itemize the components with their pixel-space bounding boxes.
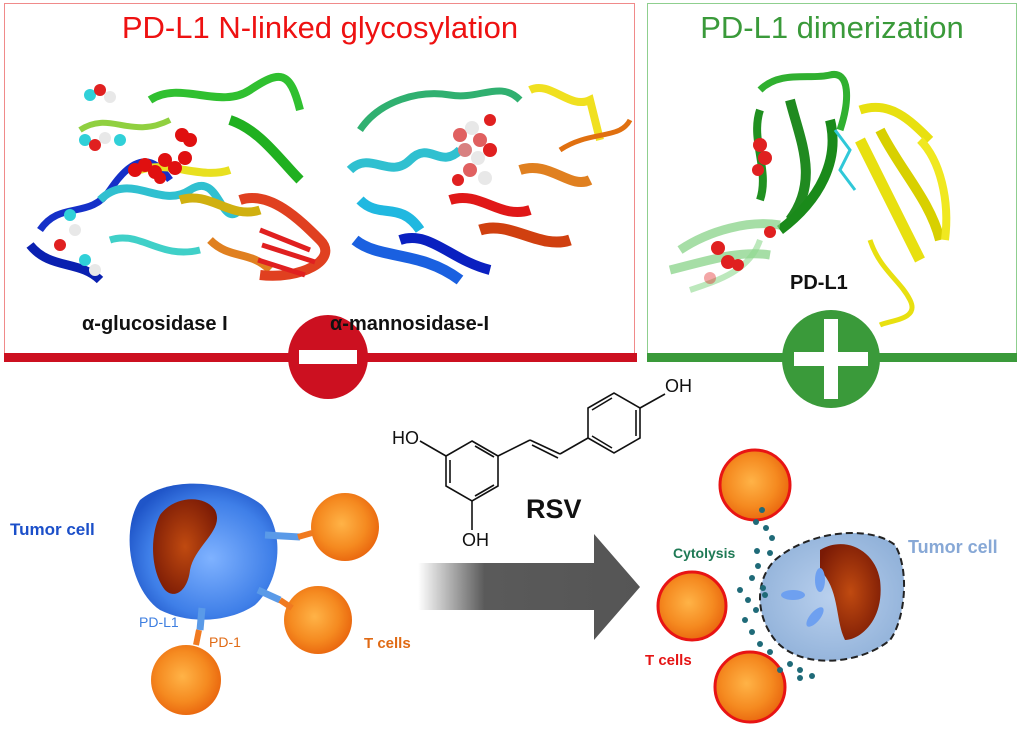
tcell-right-mid (656, 570, 728, 642)
glucosidase-structure (26, 72, 331, 284)
tumor-cell-label-after: Tumor cell (908, 537, 998, 557)
pdl1-dimer-structure (668, 71, 951, 328)
glycosylation-title: PD-L1 N-linked glycosylation (121, 10, 519, 45)
oh-para-label: OH (665, 376, 692, 396)
glycosylation-panel (4, 3, 635, 356)
resveratrol-structure (419, 392, 666, 530)
tcell-left-1 (264, 493, 379, 561)
promotion-plus-icon (782, 310, 880, 408)
tcell-left-2 (256, 586, 352, 654)
glucosidase-label: α-glucosidase I (82, 313, 228, 335)
tcell-left-3 (151, 607, 221, 715)
ho-meta-label: HO (392, 428, 419, 448)
tumor-cell-right (759, 532, 905, 662)
pdl1-ligand-label: PD-L1 (139, 614, 179, 630)
pd1-receptor-label: PD-1 (209, 634, 241, 650)
tcell-right-top (718, 448, 792, 522)
tumor-cell-left (129, 483, 278, 620)
tcells-label-before: T cells (364, 635, 411, 652)
tumor-cell-label-before: Tumor cell (10, 520, 95, 539)
inhibition-minus-icon (288, 315, 368, 399)
tcell-right-bottom (713, 650, 787, 724)
transition-arrow (418, 534, 640, 640)
cytolysis-label: Cytolysis (673, 545, 736, 561)
mannosidase-label: α-mannosidase-I (330, 313, 489, 335)
compound-name: RSV (526, 494, 582, 524)
dimerization-panel (647, 3, 1017, 356)
dimerization-title: PD-L1 dimerization (700, 10, 964, 45)
cytolysis-granules (737, 507, 815, 681)
pdl1-protein-label: PD-L1 (790, 272, 848, 294)
tcells-label-after: T cells (645, 652, 692, 669)
mannosidase-structure (346, 84, 633, 285)
oh-meta-label: OH (462, 530, 489, 550)
